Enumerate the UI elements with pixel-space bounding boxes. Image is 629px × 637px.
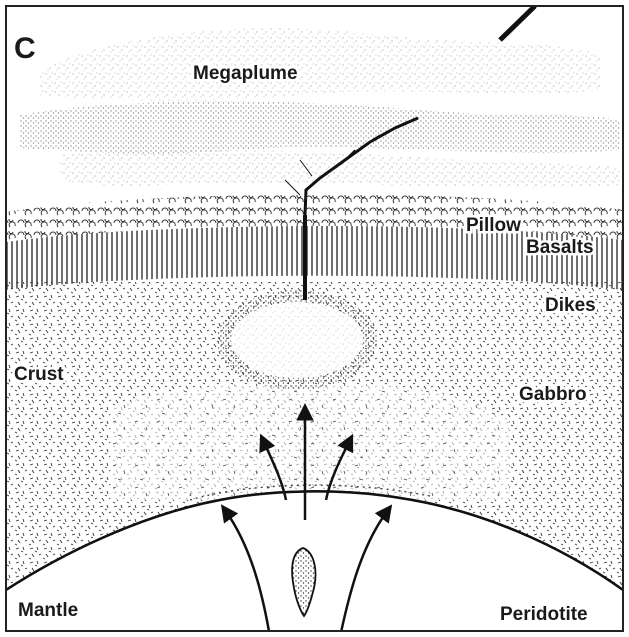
label-basalts: Basalts bbox=[526, 237, 594, 258]
label-crust: Crust bbox=[14, 364, 64, 385]
panel-letter: C bbox=[14, 32, 36, 65]
label-megaplume: Megaplume bbox=[193, 63, 298, 84]
magma-chamber bbox=[217, 290, 377, 390]
megaplume-cloud bbox=[20, 28, 620, 187]
label-mantle: Mantle bbox=[18, 600, 78, 621]
label-gabbro: Gabbro bbox=[519, 384, 587, 405]
label-dikes: Dikes bbox=[545, 295, 596, 316]
label-pillow: Pillow bbox=[466, 215, 521, 236]
label-peridotite: Peridotite bbox=[500, 604, 588, 625]
